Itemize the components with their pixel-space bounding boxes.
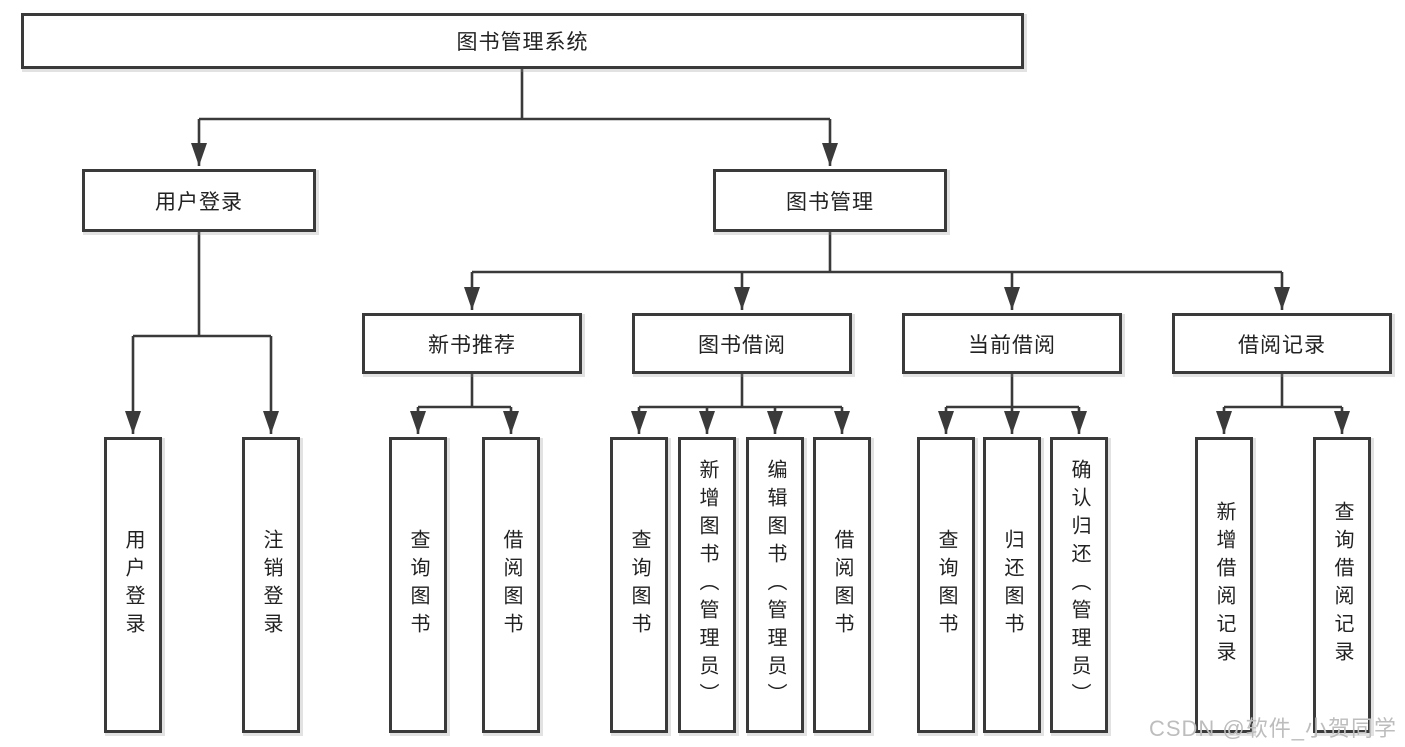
node-label: 借阅图书 — [500, 529, 522, 641]
leaf-logout: 注销登录 — [242, 437, 300, 733]
leaf-recommend-query-books: 查询图书 — [389, 437, 447, 733]
leaf-user-login: 用户登录 — [104, 437, 162, 733]
leaf-current-query-books: 查询图书 — [917, 437, 975, 733]
node-label: 新增图书（管理员） — [696, 459, 718, 711]
node-label: 用户登录 — [122, 529, 144, 641]
node-label: 用户登录 — [155, 190, 243, 214]
leaf-borrow-edit-books-admin: 编辑图书（管理员） — [746, 437, 804, 733]
node-label: 确认归还（管理员） — [1068, 459, 1090, 711]
node-book-management: 图书管理 — [713, 169, 947, 232]
node-new-book-recommendation: 新书推荐 — [362, 313, 582, 374]
node-current-borrowing: 当前借阅 — [902, 313, 1122, 374]
node-label: 查询图书 — [407, 529, 429, 641]
node-book-borrowing: 图书借阅 — [632, 313, 852, 374]
watermark: CSDN @软件_小贺同学 — [1148, 716, 1397, 741]
leaf-borrow-add-books-admin: 新增图书（管理员） — [678, 437, 736, 733]
node-label: 借阅记录 — [1238, 333, 1326, 357]
leaf-records-add-record: 新增借阅记录 — [1195, 437, 1253, 733]
node-user-login: 用户登录 — [82, 169, 316, 232]
node-borrowing-records: 借阅记录 — [1172, 313, 1392, 374]
node-label: 当前借阅 — [968, 333, 1056, 357]
node-label: 查询借阅记录 — [1331, 501, 1353, 669]
node-label: 查询图书 — [628, 529, 650, 641]
node-label: 查询图书 — [935, 529, 957, 641]
leaf-records-query-record: 查询借阅记录 — [1313, 437, 1371, 733]
node-label: 图书管理 — [786, 190, 874, 214]
node-label: 归还图书 — [1001, 529, 1023, 641]
node-label: 新增借阅记录 — [1213, 501, 1235, 669]
leaf-current-confirm-return-admin: 确认归还（管理员） — [1050, 437, 1108, 733]
node-label: 图书借阅 — [698, 333, 786, 357]
node-label: 注销登录 — [260, 529, 282, 641]
node-library-system: 图书管理系统 — [21, 13, 1024, 69]
leaf-recommend-borrow-books: 借阅图书 — [482, 437, 540, 733]
leaf-current-return-books: 归还图书 — [983, 437, 1041, 733]
leaf-borrow-borrow-books: 借阅图书 — [813, 437, 871, 733]
leaf-borrow-query-books: 查询图书 — [610, 437, 668, 733]
node-label: 图书管理系统 — [456, 31, 589, 54]
node-label: 借阅图书 — [831, 529, 853, 641]
node-label: 编辑图书（管理员） — [764, 459, 786, 711]
node-label: 新书推荐 — [428, 333, 516, 357]
